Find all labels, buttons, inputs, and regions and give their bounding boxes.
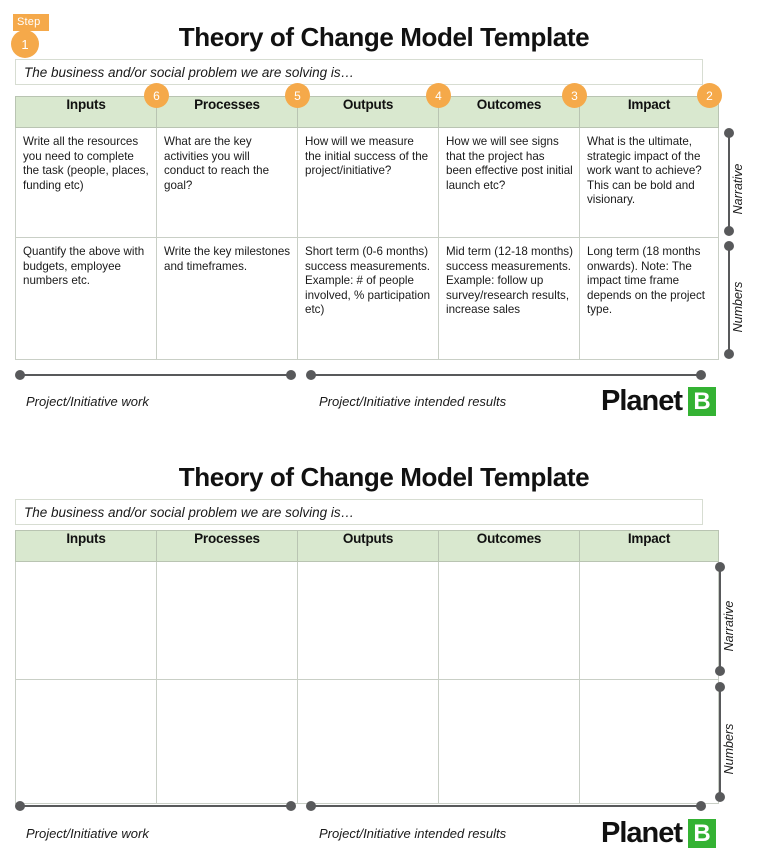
- cell-narrative-inputs-blank[interactable]: [15, 561, 157, 680]
- numbers-bracket: Numbers: [722, 241, 745, 359]
- cell-narrative-outputs[interactable]: How will we measure the initial success …: [297, 127, 439, 238]
- cell-narrative-outcomes-blank[interactable]: [438, 561, 580, 680]
- bracket-line: [719, 686, 721, 798]
- logo-wordmark-blank: Planet: [601, 817, 683, 849]
- intended-results-bracket: [306, 369, 706, 381]
- numbers-bracket-label: Numbers: [731, 281, 745, 333]
- bracket-line: [19, 374, 292, 376]
- project-work-bracket-blank: [15, 800, 296, 812]
- cell-narrative-inputs[interactable]: Write all the resources you need to comp…: [15, 127, 157, 238]
- cell-numbers-outputs[interactable]: Short term (0-6 months) success measurem…: [297, 237, 439, 360]
- bracket-dot-end: [286, 801, 296, 811]
- bracket-dot-end: [286, 370, 296, 380]
- column-header-impact-blank: Impact: [579, 530, 719, 562]
- table-row-narrative-blank: [15, 561, 719, 680]
- bracket-dot-top: [724, 241, 734, 251]
- page-title-blank: Theory of Change Model Template: [178, 462, 590, 492]
- column-badge-5: 5: [285, 83, 310, 108]
- step-label-badge: Step: [13, 14, 50, 31]
- numbers-bracket-label-blank: Numbers: [722, 723, 736, 775]
- cell-numbers-outcomes-blank[interactable]: [438, 679, 580, 804]
- column-header-outputs: Outputs: [297, 96, 439, 128]
- bracket-line: [310, 805, 702, 807]
- cell-numbers-outputs-blank[interactable]: [297, 679, 439, 804]
- cell-numbers-outcomes[interactable]: Mid term (12-18 months) success measurem…: [438, 237, 580, 360]
- column-header-outcomes: Outcomes: [438, 96, 580, 128]
- cell-narrative-outcomes[interactable]: How we will see signs that the project h…: [438, 127, 580, 238]
- column-header-inputs-blank: Inputs: [15, 530, 157, 562]
- bracket-dot-start: [15, 801, 25, 811]
- bracket-dot-start: [306, 370, 316, 380]
- column-header-inputs: Inputs: [15, 96, 157, 128]
- project-work-label: Project/Initiative work: [26, 394, 149, 409]
- cell-numbers-impact[interactable]: Long term (18 months onwards). Note: The…: [579, 237, 719, 360]
- column-header-processes-blank: Processes: [156, 530, 298, 562]
- column-badge-4: 4: [426, 83, 451, 108]
- table-row-numbers-blank: [15, 679, 719, 804]
- bracket-dot-bottom: [715, 792, 725, 802]
- cell-numbers-inputs-blank[interactable]: [15, 679, 157, 804]
- bracket-dot-end: [696, 801, 706, 811]
- bracket-line: [310, 374, 702, 376]
- narrative-bracket: Narrative: [722, 128, 745, 236]
- problem-statement-field-blank[interactable]: The business and/or social problem we ar…: [15, 499, 703, 525]
- narrative-bracket-label: Narrative: [731, 163, 745, 215]
- logo-wordmark: Planet: [601, 385, 683, 417]
- bracket-dot-top: [715, 562, 725, 572]
- intended-results-label: Project/Initiative intended results: [319, 394, 507, 409]
- step-number-badge: 1: [11, 30, 39, 58]
- bracket-dot-bottom: [724, 226, 734, 236]
- theory-of-change-table-blank: Inputs Processes Outputs Outcomes Impact: [15, 530, 719, 804]
- problem-statement-text-blank: The business and/or social problem we ar…: [24, 504, 355, 520]
- planet-b-logo-blank: Planet B: [601, 817, 717, 849]
- logo-b-mark-blank: B: [688, 818, 717, 848]
- bracket-dot-start: [15, 370, 25, 380]
- bracket-dot-start: [306, 801, 316, 811]
- cell-narrative-outputs-blank[interactable]: [297, 561, 439, 680]
- bracket-dot-bottom: [724, 349, 734, 359]
- bracket-line: [728, 132, 730, 232]
- cell-numbers-processes-blank[interactable]: [156, 679, 298, 804]
- cell-narrative-processes[interactable]: What are the key activities you will con…: [156, 127, 298, 238]
- table-header-row-blank: Inputs Processes Outputs Outcomes Impact: [15, 530, 719, 562]
- column-badge-3: 3: [562, 83, 587, 108]
- cell-narrative-impact[interactable]: What is the ultimate, strategic impact o…: [579, 127, 719, 238]
- cell-numbers-processes[interactable]: Write the key milestones and timeframes.: [156, 237, 298, 360]
- section-filled-template: Step 1 Theory of Change Model Template T…: [11, 14, 745, 417]
- cell-narrative-processes-blank[interactable]: [156, 561, 298, 680]
- table-row-numbers: Quantify the above with budgets, employe…: [15, 237, 719, 360]
- project-work-label-blank: Project/Initiative work: [26, 826, 149, 841]
- intended-results-label-blank: Project/Initiative intended results: [319, 826, 507, 841]
- project-work-bracket: [15, 369, 296, 381]
- cell-numbers-impact-blank[interactable]: [579, 679, 719, 804]
- bracket-dot-top: [724, 128, 734, 138]
- problem-statement-text: The business and/or social problem we ar…: [24, 64, 355, 80]
- column-header-impact: Impact: [579, 96, 719, 128]
- narrative-bracket-label-blank: Narrative: [722, 600, 736, 652]
- table-header-row: Inputs Processes Outputs Outcomes Impact: [15, 96, 719, 128]
- planet-b-logo: Planet B: [601, 385, 717, 417]
- column-header-processes: Processes: [156, 96, 298, 128]
- bracket-dot-bottom: [715, 666, 725, 676]
- narrative-bracket-blank: Narrative: [713, 562, 736, 676]
- column-header-outcomes-blank: Outcomes: [438, 530, 580, 562]
- bracket-line: [728, 245, 730, 355]
- numbers-bracket-blank: Numbers: [713, 682, 736, 802]
- section-blank-template: Theory of Change Model Template The busi…: [0, 440, 768, 866]
- bracket-dot-top: [715, 682, 725, 692]
- page-title: Theory of Change Model Template: [178, 22, 590, 52]
- theory-of-change-table: Inputs Processes Outputs Outcomes Impact…: [15, 96, 719, 360]
- table-row-narrative: Write all the resources you need to comp…: [15, 127, 719, 238]
- cell-narrative-impact-blank[interactable]: [579, 561, 719, 680]
- column-badge-6: 6: [144, 83, 169, 108]
- logo-b-mark: B: [688, 386, 717, 416]
- bracket-line: [719, 566, 721, 672]
- intended-results-bracket-blank: [306, 800, 706, 812]
- bracket-dot-end: [696, 370, 706, 380]
- column-header-outputs-blank: Outputs: [297, 530, 439, 562]
- cell-numbers-inputs[interactable]: Quantify the above with budgets, employe…: [15, 237, 157, 360]
- bracket-line: [19, 805, 292, 807]
- problem-statement-field[interactable]: The business and/or social problem we ar…: [15, 59, 703, 85]
- column-badge-2: 2: [697, 83, 722, 108]
